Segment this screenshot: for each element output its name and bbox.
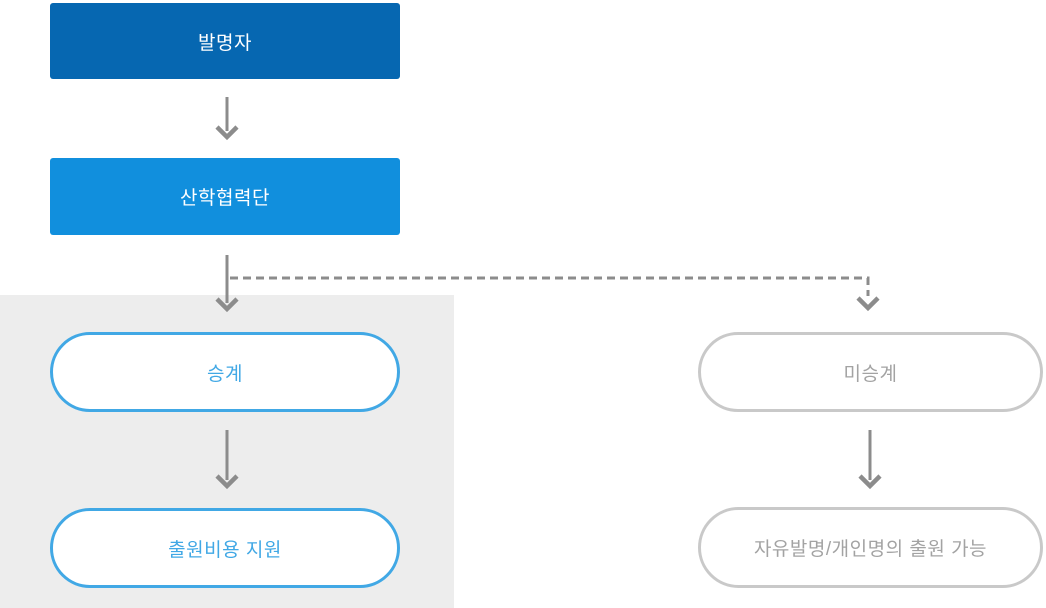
free-invention-label: 자유발명/개인명의 출원 가능 [753, 539, 988, 560]
cost-support-label: 출원비용 지원 [168, 539, 282, 561]
free-invention-pill: 자유발명/개인명의 출원 가능 [698, 507, 1043, 588]
foundation-label: 산학협력단 [180, 188, 270, 209]
non-succession-label: 미승계 [843, 363, 898, 385]
cost-support-pill: 출원비용 지원 [50, 508, 400, 588]
succession-label: 승계 [207, 363, 243, 385]
arrow-down-icon [215, 97, 239, 141]
foundation-box: 산학협력단 [50, 158, 400, 235]
non-succession-pill: 미승계 [698, 332, 1043, 412]
succession-pill: 승계 [50, 332, 400, 412]
inventor-box: 발명자 [50, 3, 400, 79]
inventor-label: 발명자 [198, 32, 252, 54]
arrow-down-icon [858, 430, 882, 490]
